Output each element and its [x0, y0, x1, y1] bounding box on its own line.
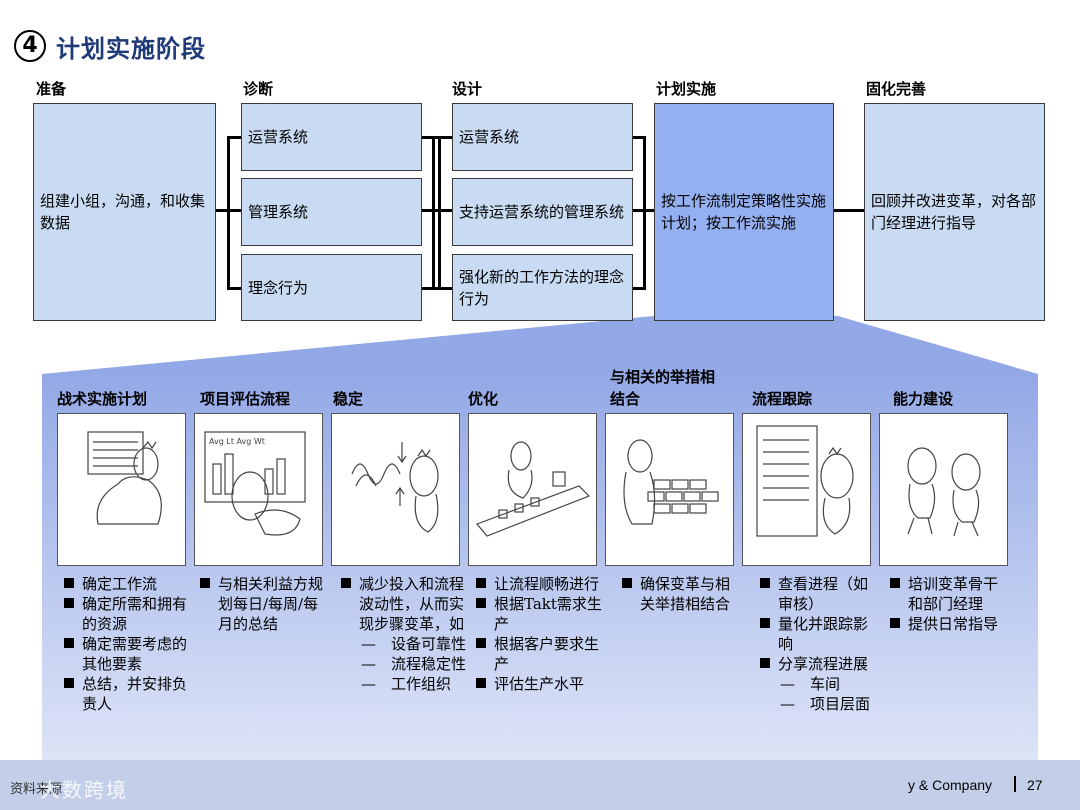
sub-list-item: —车间 — [780, 675, 841, 693]
bullet-square-icon — [890, 578, 900, 588]
bullet-square-icon — [760, 618, 770, 628]
connector — [227, 287, 241, 290]
column-heading-stabilize: 稳定 — [333, 390, 364, 408]
list-item: 确保变革与相关举措相结合 — [620, 574, 738, 614]
bullets-stabilize: 减少投入和流程波动性，从而实现步骤变革，如 —设备可靠性 —流程稳定性 —工作组… — [339, 574, 473, 694]
design-mindset-box: 强化新的工作方法的理念行为 — [452, 254, 633, 321]
bullet-square-icon — [760, 658, 770, 668]
watermark: 大数跨境 — [40, 778, 128, 802]
connector — [227, 136, 230, 290]
list-item: 分享流程进展 — [758, 654, 882, 674]
bullet-square-icon — [476, 578, 486, 588]
bullet-square-icon — [64, 578, 74, 588]
sub-list-item: —设备可靠性 — [361, 635, 467, 653]
sub-list-item: —流程稳定性 — [361, 655, 467, 673]
connector — [422, 209, 452, 212]
planning-board-illustration — [57, 413, 186, 566]
connector — [633, 287, 645, 290]
column-heading-assessment: 项目评估流程 — [200, 390, 291, 408]
prepare-box: 组建小组，沟通，和收集数据 — [33, 103, 216, 321]
design-management-box: 支持运营系统的管理系统 — [452, 178, 633, 246]
list-item: 根据Takt需求生产 — [474, 594, 604, 634]
wave-stabilizing-illustration — [331, 413, 460, 566]
diagnose-operations-box: 运营系统 — [241, 103, 422, 171]
list-item: 培训变革骨干和部门经理 — [888, 574, 1006, 614]
footer-bar — [0, 760, 1080, 810]
sustain-box: 回顾并改进变革，对各部门经理进行指导 — [864, 103, 1045, 321]
funnel-connector — [42, 316, 1038, 374]
connector — [422, 287, 452, 290]
list-item: 减少投入和流程波动性，从而实现步骤变革，如 — [339, 574, 473, 634]
connector — [834, 209, 864, 212]
bullet-square-icon — [476, 638, 486, 648]
list-item: 与相关利益方规划每日/每周/每月的总结 — [198, 574, 330, 634]
tracking-board-illustration — [742, 413, 871, 566]
bullet-square-icon — [200, 578, 210, 588]
connector — [227, 136, 241, 139]
bullet-square-icon — [622, 578, 632, 588]
list-item: 确定所需和拥有的资源 — [62, 594, 192, 634]
svg-text:Avg Lt Avg Wt: Avg Lt Avg Wt — [209, 437, 265, 446]
page-number: 27 — [1027, 777, 1043, 793]
list-item: 提供日常指导 — [888, 614, 1006, 634]
bullet-square-icon — [64, 638, 74, 648]
bullets-capability: 培训变革骨干和部门经理 提供日常指导 — [888, 574, 1006, 634]
bullet-square-icon — [476, 598, 486, 608]
list-item: 让流程顺畅进行 — [474, 574, 604, 594]
column-heading-tracking: 流程跟踪 — [752, 390, 813, 408]
list-item: 量化并跟踪影响 — [758, 614, 882, 654]
bullet-square-icon — [64, 678, 74, 688]
sub-list-item: —项目层面 — [780, 695, 871, 713]
list-item: 查看进程（如审核） — [758, 574, 882, 614]
footer-divider — [1014, 776, 1016, 792]
list-item: 总结，并安排负责人 — [62, 674, 192, 714]
step-number-badge: 4 — [14, 30, 46, 62]
connector — [438, 136, 441, 290]
connector — [643, 136, 646, 290]
implement-box: 按工作流制定策略性实施计划；按工作流实施 — [654, 103, 834, 321]
phase-heading-implement: 计划实施 — [656, 80, 717, 98]
diagnose-mindset-box: 理念行为 — [241, 254, 422, 321]
company-name: y & Company — [908, 777, 993, 793]
list-item: 评估生产水平 — [474, 674, 604, 694]
bullet-square-icon — [64, 598, 74, 608]
bullets-tactical-plan: 确定工作流 确定所需和拥有的资源 确定需要考虑的其他要素 总结，并安排负责人 — [62, 574, 192, 714]
connector — [422, 136, 452, 139]
column-heading-capability: 能力建设 — [893, 390, 954, 408]
bullets-optimize: 让流程顺畅进行 根据Takt需求生产 根据客户要求生产 评估生产水平 — [474, 574, 604, 694]
bullet-square-icon — [476, 678, 486, 688]
list-item: 确定需要考虑的其他要素 — [62, 634, 192, 674]
source-label: 资料来源 — [10, 782, 63, 797]
bullets-tracking: 查看进程（如审核） 量化并跟踪影响 分享流程进展 —车间 —项目层面 — [758, 574, 882, 714]
bullet-square-icon — [760, 578, 770, 588]
list-item: 确定工作流 — [62, 574, 192, 594]
connector — [643, 209, 654, 212]
column-heading-integrate: 与相关的举措相结合 — [610, 368, 716, 408]
page-title: 计划实施阶段 — [56, 34, 206, 63]
phase-heading-design: 设计 — [452, 80, 483, 98]
bullet-square-icon — [890, 618, 900, 628]
connector — [633, 136, 645, 139]
assessment-chart-illustration: Avg Lt Avg Wt — [194, 413, 323, 566]
bullets-integrate: 确保变革与相关举措相结合 — [620, 574, 738, 614]
design-operations-box: 运营系统 — [452, 103, 633, 171]
flow-line-illustration — [468, 413, 597, 566]
column-heading-tactical-plan: 战术实施计划 — [57, 390, 148, 408]
building-blocks-illustration — [605, 413, 734, 566]
column-heading-optimize: 优化 — [468, 390, 499, 408]
sub-list-item: —工作组织 — [361, 675, 452, 693]
connector — [227, 209, 241, 212]
list-item: 根据客户要求生产 — [474, 634, 604, 674]
diagnose-management-box: 管理系统 — [241, 178, 422, 246]
connector — [432, 136, 435, 290]
phase-heading-diagnose: 诊断 — [243, 80, 274, 98]
connector — [216, 209, 229, 212]
phase-heading-prepare: 准备 — [36, 80, 67, 98]
bullets-assessment: 与相关利益方规划每日/每周/每月的总结 — [198, 574, 330, 634]
bullet-square-icon — [341, 578, 351, 588]
phase-heading-sustain: 固化完善 — [866, 80, 927, 98]
connector — [633, 209, 645, 212]
coaching-illustration — [879, 413, 1008, 566]
